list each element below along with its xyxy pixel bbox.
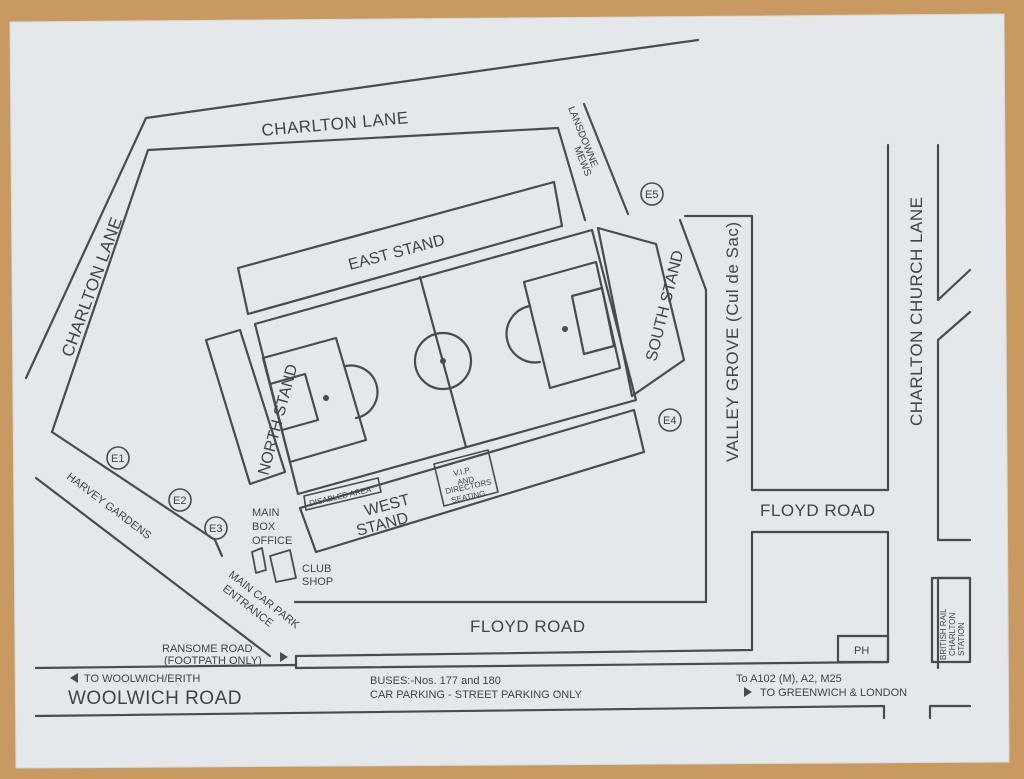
entrance-e1-label: E1 bbox=[111, 453, 124, 465]
to-woolwich-label: TO WOOLWICH/ERITH bbox=[84, 673, 200, 685]
club-shop-label-line1: CLUB bbox=[302, 563, 331, 575]
ph-label: PH bbox=[854, 645, 869, 657]
main-box-office-label-line1: MAIN bbox=[252, 507, 280, 519]
box-office-building bbox=[251, 547, 267, 574]
main-box-office-label-line3: OFFICE bbox=[252, 535, 292, 547]
valley-grove-west bbox=[293, 218, 708, 604]
charlton-church-lane-east bbox=[936, 143, 972, 302]
station-label-line2: CHARLTON bbox=[948, 613, 957, 656]
west-stand-outline bbox=[298, 408, 646, 554]
entrance-e5-marker bbox=[640, 182, 664, 206]
vip-label-line1: V.I.P. bbox=[453, 465, 472, 478]
station-label-line1: BRITISH RAIL bbox=[939, 608, 948, 660]
ransome-road-label: RANSOME ROAD bbox=[162, 643, 253, 655]
woolwich-road-north-edge bbox=[34, 663, 298, 670]
woolwich-road-south-edge-east bbox=[928, 704, 972, 720]
entrance-e5-label: E5 bbox=[645, 189, 658, 201]
lansdowne-mews-edge-east bbox=[582, 102, 630, 216]
vip-seating-box bbox=[433, 449, 499, 507]
to-a102-label: To A102 (M), A2, M25 bbox=[736, 673, 842, 685]
car-parking-label: CAR PARKING - STREET PARKING ONLY bbox=[370, 689, 583, 701]
right-goal-box bbox=[570, 286, 616, 356]
footpath-only-label: (FOOTPATH ONLY) bbox=[164, 655, 262, 667]
valley-grove-east bbox=[683, 143, 890, 492]
buses-label: BUSES:-Nos. 177 and 180 bbox=[370, 675, 501, 687]
club-shop-building bbox=[269, 549, 297, 583]
valley-grove-label: VALLEY GROVE (Cul de Sac) bbox=[723, 221, 742, 462]
lansdowne-mews-edge bbox=[556, 126, 587, 222]
ph-box bbox=[836, 634, 890, 664]
east-stand-outline bbox=[236, 180, 564, 316]
left-penalty-arc bbox=[344, 364, 379, 420]
entrance-e3-label: E3 bbox=[209, 523, 222, 535]
entrance-e4-marker bbox=[658, 408, 682, 432]
woolwich-road-label: WOOLWICH ROAD bbox=[68, 688, 242, 709]
station-label-line3: STATION bbox=[957, 622, 966, 656]
centre-spot bbox=[440, 358, 446, 364]
north-stand-outline bbox=[204, 328, 287, 486]
centre-circle bbox=[413, 331, 473, 391]
club-shop-label-line2: SHOP bbox=[302, 576, 333, 588]
to-greenwich-label: TO GREENWICH & LONDON bbox=[760, 687, 907, 699]
left-goal-box bbox=[268, 372, 320, 432]
entrance-e2-label: E2 bbox=[173, 495, 186, 507]
station-box bbox=[930, 576, 972, 664]
main-box-office-label-line2: BOX bbox=[252, 521, 276, 533]
left-penalty-spot bbox=[323, 395, 329, 401]
disabled-area-box bbox=[303, 477, 382, 511]
charlton-church-lane-label: CHARLTON CHURCH LANE bbox=[907, 197, 926, 426]
charlton-lane-outer-edge bbox=[24, 38, 700, 380]
right-penalty-arc bbox=[505, 304, 542, 364]
right-penalty-box bbox=[522, 260, 622, 390]
ransome-arrow-icon bbox=[280, 652, 288, 662]
harvey-gardens-edge bbox=[34, 476, 272, 658]
floyd-road-south-label: FLOYD ROAD bbox=[470, 617, 586, 636]
floyd-road-edge bbox=[294, 530, 754, 658]
paper-sheet bbox=[9, 13, 1010, 769]
entrance-e2-marker bbox=[168, 488, 192, 512]
arrow-left-icon bbox=[70, 673, 78, 683]
entrance-e3-marker bbox=[204, 516, 228, 540]
right-penalty-spot bbox=[562, 326, 568, 332]
entrance-e1-marker bbox=[106, 446, 130, 470]
woolwich-road-south-edge bbox=[34, 704, 886, 720]
floyd-road-east-label: FLOYD ROAD bbox=[760, 501, 876, 520]
charlton-church-lane-east-lower bbox=[936, 310, 972, 542]
arrow-right-icon bbox=[744, 687, 752, 697]
vip-label-line2: AND bbox=[457, 475, 476, 487]
entrance-e4-label: E4 bbox=[663, 415, 676, 427]
